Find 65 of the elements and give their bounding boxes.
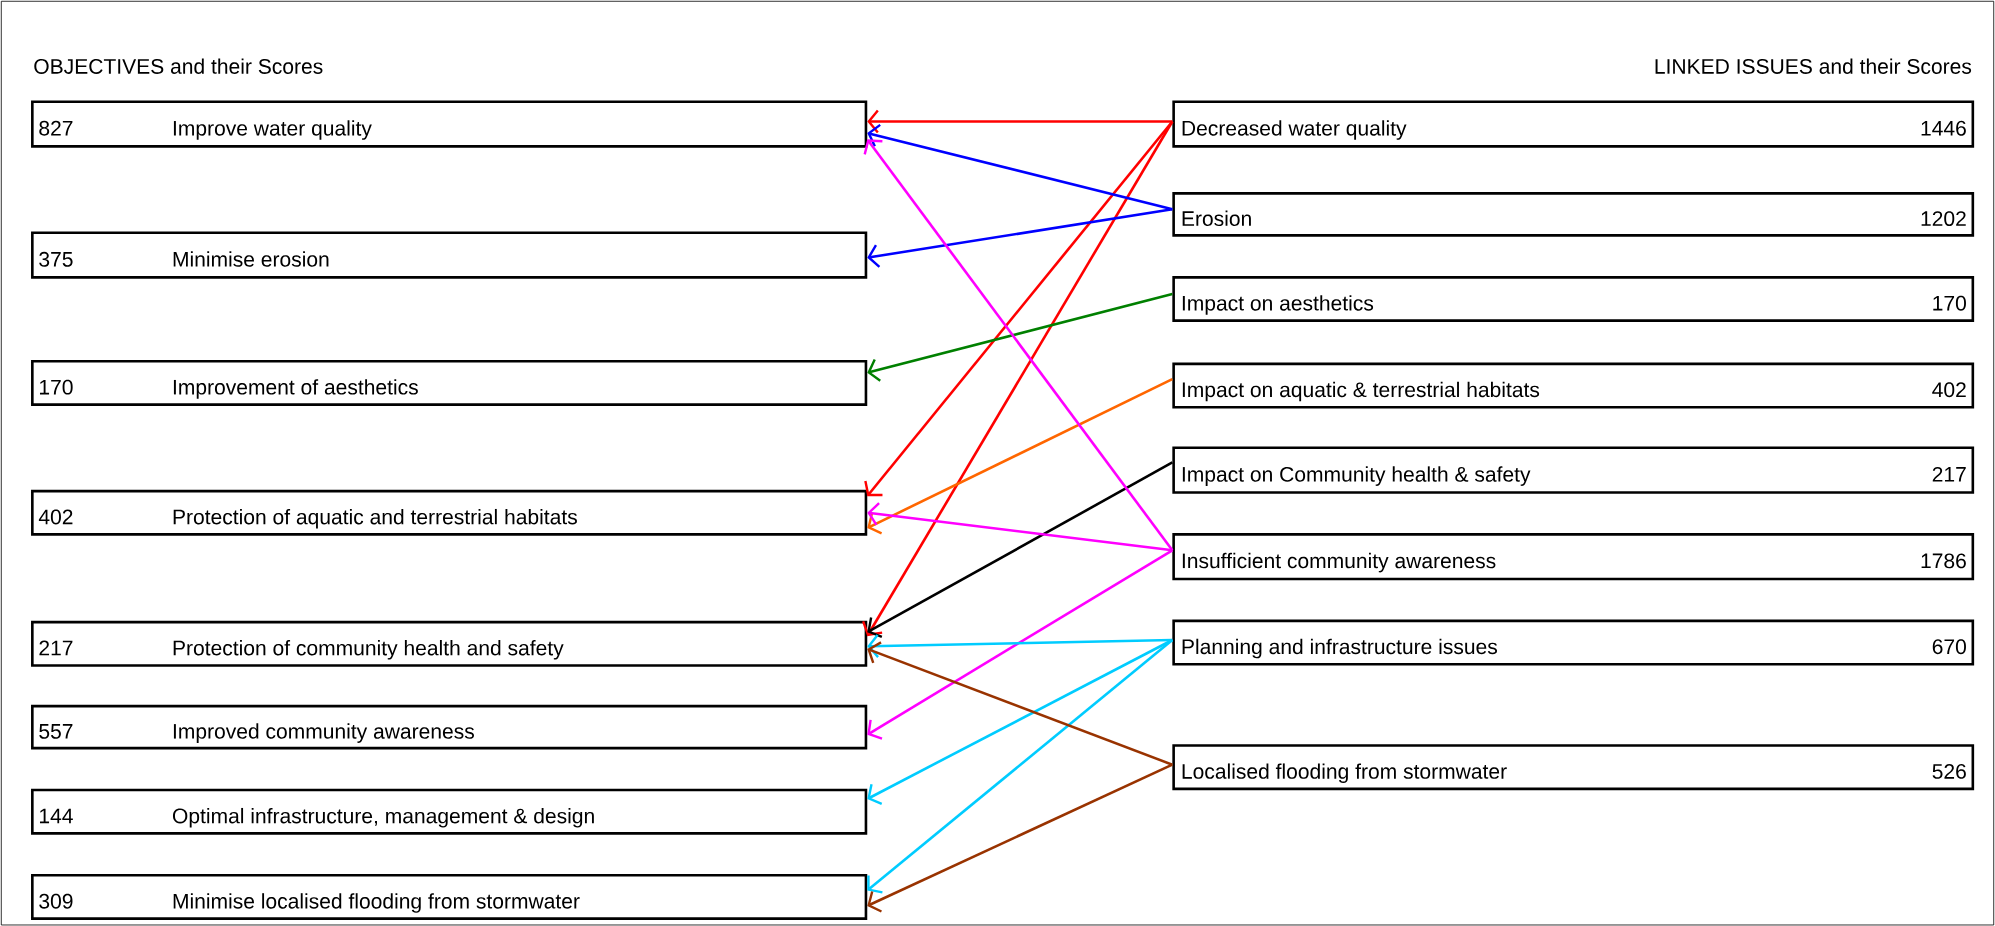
heading: OBJECTIVES and their Scores: [34, 58, 323, 74]
box-label: Insufficient community awareness: [1182, 552, 1496, 573]
box: [31, 489, 868, 536]
box: [1172, 532, 1975, 581]
score: 557: [39, 724, 73, 739]
box-label: Localised flooding from stormwater: [1182, 763, 1507, 783]
box-label: Erosion: [1182, 210, 1251, 226]
arrow: [867, 123, 1173, 211]
arrow: [867, 634, 1173, 658]
box: [1172, 275, 1975, 322]
box: [31, 359, 868, 406]
box-label: Minimise localised flooding from stormwater: [173, 893, 580, 913]
arrow: [867, 461, 1173, 638]
box-label: Impact on Community health & safety: [1182, 466, 1531, 486]
heading: LINKED ISSUES and their Scores: [1655, 58, 1972, 74]
arrow: [867, 638, 1173, 805]
score: 170: [40, 379, 73, 395]
score: 670: [1932, 639, 1966, 655]
arrow: [867, 549, 1173, 740]
score: 217: [39, 640, 73, 656]
box: [1172, 744, 1975, 791]
box: [1172, 362, 1975, 409]
box-label: Improved community awareness: [173, 723, 474, 743]
box-label: Minimise erosion: [173, 251, 329, 267]
box-label: Optimal infrastructure, management & design: [172, 807, 594, 828]
box: [31, 704, 868, 750]
score: 375: [39, 251, 73, 267]
box-label: Planning and infrastructure issues: [1182, 638, 1497, 659]
box: [1172, 191, 1975, 237]
box-label: Improve water quality: [173, 120, 372, 140]
box: [1172, 446, 1975, 494]
box: [1172, 619, 1975, 666]
box-label: Improvement of aesthetics: [173, 379, 418, 399]
box-label: Protection of aquatic and terrestrial habitats: [173, 508, 577, 529]
score: 1786: [1921, 553, 1966, 569]
box: [31, 788, 868, 835]
score: 1202: [1921, 211, 1966, 226]
box: [31, 620, 868, 667]
box: [31, 100, 868, 148]
arrow: [867, 638, 1174, 894]
box-label: Decreased water quality: [1182, 120, 1407, 140]
box: [31, 231, 868, 279]
box-label: Impact on aquatic & terrestrial habitats: [1182, 381, 1540, 402]
arrow: [867, 763, 1173, 913]
score: 526: [1932, 763, 1966, 779]
arrow: [867, 207, 1173, 268]
score: 170: [1933, 295, 1966, 311]
arrow: [867, 641, 1173, 766]
score: 402: [1932, 382, 1966, 398]
score: 144: [40, 808, 73, 824]
arrow: [862, 120, 1174, 637]
arrow: [867, 377, 1173, 535]
arrow: [867, 292, 1173, 382]
arrow: [863, 139, 1174, 551]
arrow: [867, 502, 1173, 552]
score: 827: [39, 120, 73, 136]
score: 309: [39, 893, 73, 909]
box: [31, 873, 868, 920]
score: 402: [38, 509, 73, 525]
score: 217: [1932, 466, 1966, 482]
arrow: [867, 109, 1173, 134]
box-label: Impact on aesthetics: [1182, 295, 1374, 315]
box: [1172, 100, 1975, 148]
score: 1446: [1921, 120, 1966, 136]
box-label: Protection of community health and safety: [173, 639, 564, 660]
